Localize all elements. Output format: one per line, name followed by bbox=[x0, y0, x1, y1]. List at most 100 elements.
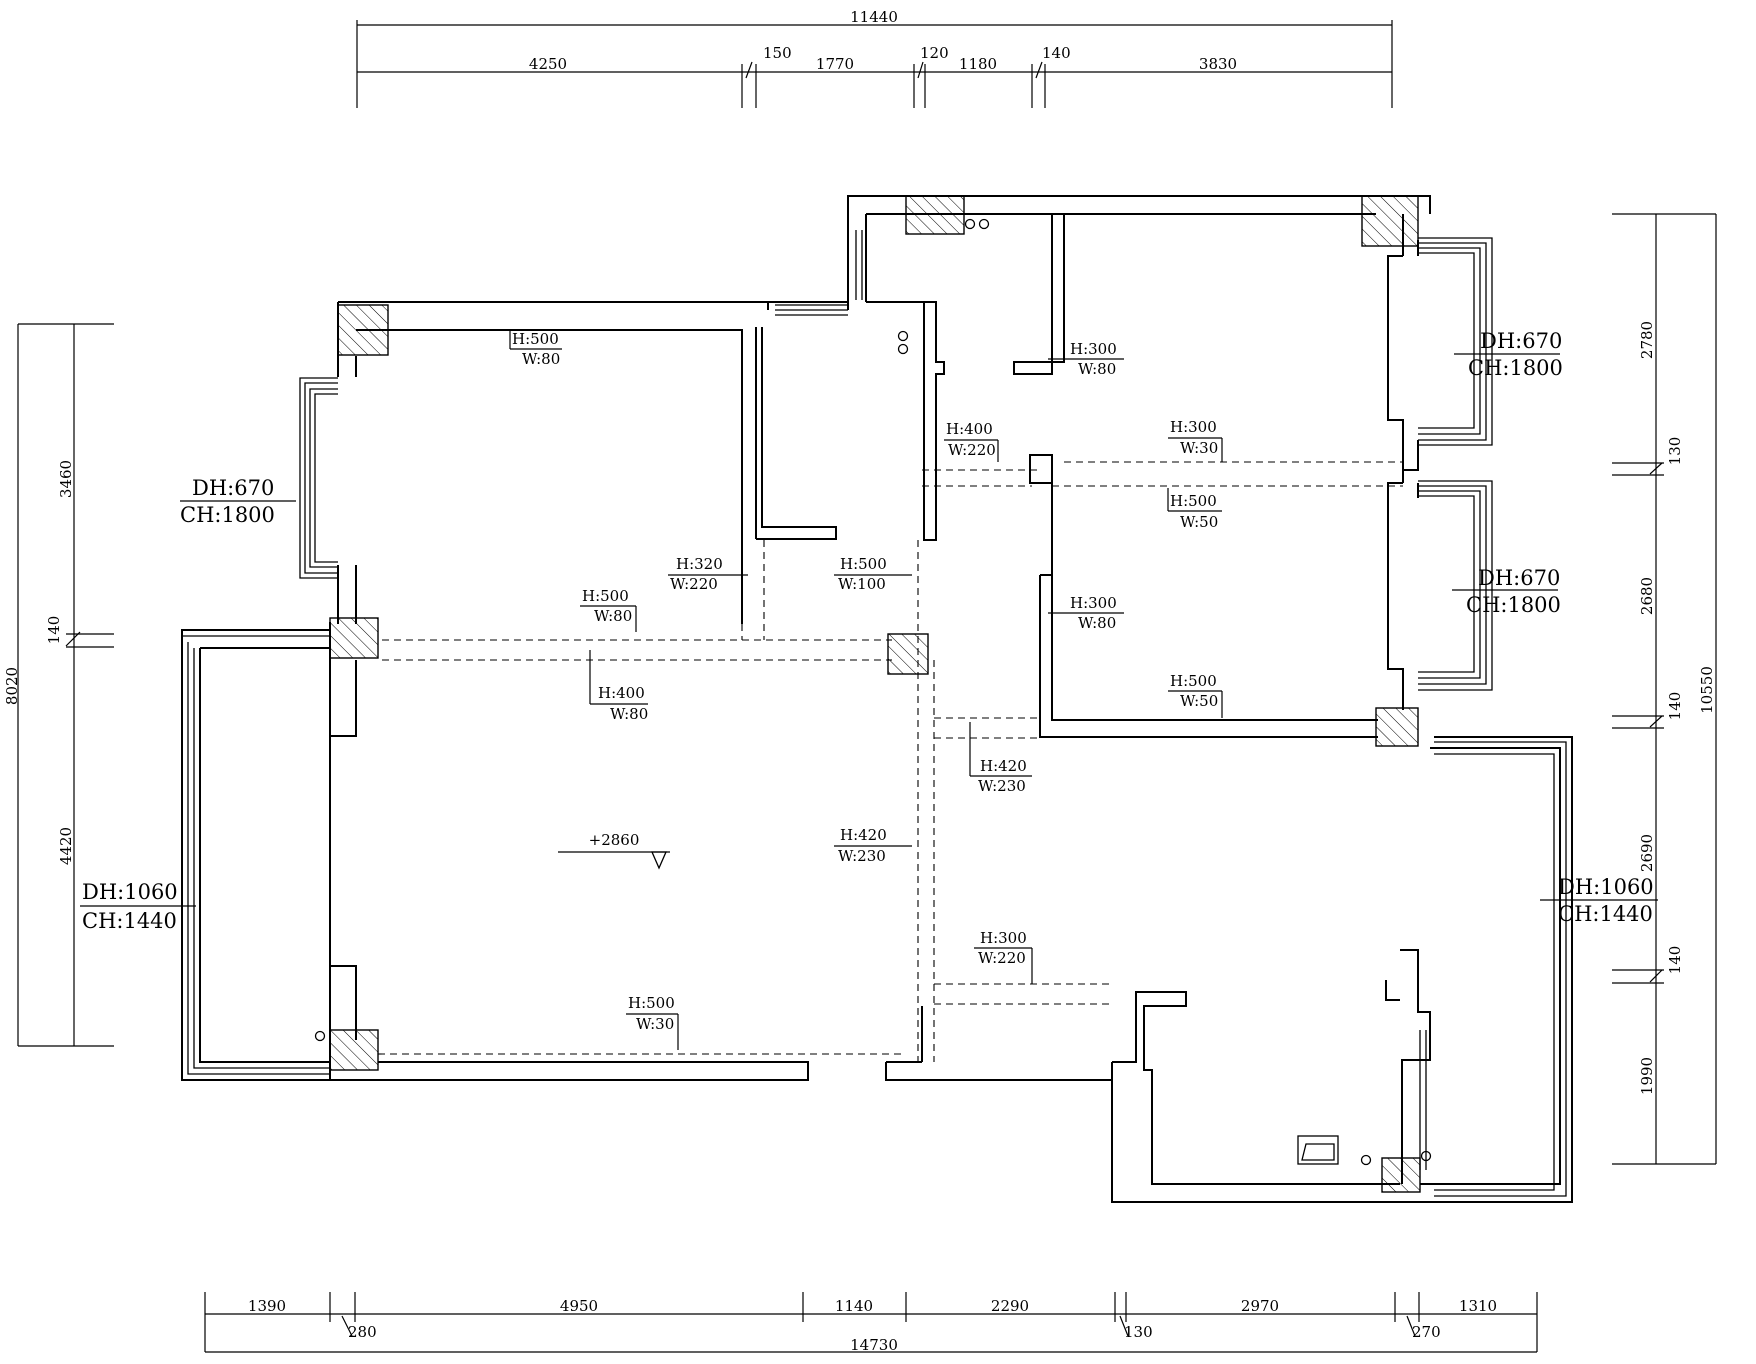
bottom-dim-7: 2970 bbox=[1241, 1297, 1279, 1315]
right-dim-4: 140 bbox=[1666, 692, 1684, 721]
elevation-mark: +2860 bbox=[558, 831, 670, 870]
beam-width: W:50 bbox=[1180, 692, 1218, 710]
beam-label: H:300 W:80 bbox=[1048, 340, 1124, 378]
beam-label: H:500 W:50 bbox=[1167, 488, 1222, 531]
bottom-dim-3: 4950 bbox=[560, 1297, 598, 1315]
fixtures bbox=[314, 218, 1432, 1166]
right-dimensions: 10550 2780 130 2680 140 2690 140 1990 bbox=[1612, 213, 1717, 1165]
bottom-dim-9: 1310 bbox=[1459, 1297, 1497, 1315]
right-dim-1: 2780 bbox=[1638, 321, 1656, 359]
top-dim-3: 1770 bbox=[816, 55, 854, 73]
beam-height: H:420 bbox=[840, 826, 887, 844]
column bbox=[1375, 707, 1419, 747]
beam-width: W:80 bbox=[610, 705, 648, 723]
window-labels: DH:670 CH:1800 DH:670 CH:1800 DH:670 CH:… bbox=[80, 329, 1658, 933]
pipe-icon bbox=[978, 218, 990, 230]
window-ch: CH:1440 bbox=[1558, 902, 1653, 926]
beam-label: H:400 W:220 bbox=[944, 420, 999, 462]
window-dh: DH:670 bbox=[192, 476, 274, 500]
beam-width: W:100 bbox=[838, 575, 886, 593]
pipe-icon bbox=[314, 1030, 326, 1042]
beam-label: H:320 W:220 bbox=[668, 555, 748, 593]
window-label-living: DH:1060 CH:1440 bbox=[80, 880, 196, 933]
beam-width: W:30 bbox=[1180, 439, 1218, 457]
top-dim-5: 1180 bbox=[959, 55, 997, 73]
window-label-bedroom-1: DH:670 CH:1800 bbox=[1454, 329, 1563, 380]
window-ch: CH:1800 bbox=[180, 503, 275, 527]
top-dim-1: 4250 bbox=[529, 55, 567, 73]
window-dh: DH:670 bbox=[1480, 329, 1562, 353]
column bbox=[905, 195, 965, 235]
right-total-dim: 10550 bbox=[1698, 666, 1716, 714]
beam-label: H:300 W:220 bbox=[974, 929, 1033, 984]
top-dim-6: 140 bbox=[1042, 44, 1071, 62]
column bbox=[1361, 195, 1419, 247]
bottom-dimensions: 14730 1390 280 4950 1140 2290 130 2970 2… bbox=[204, 1292, 1538, 1354]
bottom-dim-8: 270 bbox=[1412, 1323, 1441, 1341]
pipe-icon bbox=[1360, 1154, 1372, 1166]
right-dim-2: 130 bbox=[1666, 437, 1684, 466]
left-dim-2: 140 bbox=[45, 616, 63, 645]
top-dim-7: 3830 bbox=[1199, 55, 1237, 73]
right-dim-7: 1990 bbox=[1638, 1057, 1656, 1095]
column bbox=[1381, 1157, 1421, 1193]
beam-label: H:420 W:230 bbox=[834, 826, 912, 865]
window-dh: DH:670 bbox=[1478, 566, 1560, 590]
pipe-icon bbox=[897, 343, 909, 355]
beam-height: H:400 bbox=[598, 684, 645, 702]
bottom-dim-4: 1140 bbox=[835, 1297, 873, 1315]
beam-label: H:500 W:50 bbox=[1168, 672, 1223, 718]
window-ch: CH:1800 bbox=[1468, 356, 1563, 380]
left-total-dim: 8020 bbox=[3, 667, 21, 705]
beam-width: W:220 bbox=[670, 575, 718, 593]
bottom-total-dim: 14730 bbox=[850, 1336, 898, 1354]
beam-height: H:300 bbox=[1170, 418, 1217, 436]
right-dim-3: 2680 bbox=[1638, 577, 1656, 615]
beam-width: W:30 bbox=[636, 1015, 674, 1033]
beam-height: H:500 bbox=[1170, 672, 1217, 690]
window-frames bbox=[182, 230, 1567, 1197]
beam-label: H:400 W:80 bbox=[589, 650, 648, 723]
beam-width: W:80 bbox=[522, 350, 560, 368]
beam-height: H:500 bbox=[1170, 492, 1217, 510]
window-label-left-bedroom: DH:670 CH:1800 bbox=[180, 476, 296, 527]
beam-width: W:230 bbox=[978, 777, 1026, 795]
window-dh: DH:1060 bbox=[82, 880, 178, 904]
beam-height: H:500 bbox=[512, 330, 559, 348]
left-dimensions: 8020 3460 140 4420 bbox=[3, 323, 114, 1047]
beam-height: H:420 bbox=[980, 757, 1027, 775]
bottom-dim-1: 1390 bbox=[248, 1297, 286, 1315]
bottom-dim-5: 2290 bbox=[991, 1297, 1029, 1315]
column bbox=[887, 633, 929, 675]
walls bbox=[181, 195, 1573, 1203]
beam-height: H:500 bbox=[582, 587, 629, 605]
beam-width: W:220 bbox=[978, 949, 1026, 967]
beam-label: H:500 W:80 bbox=[580, 587, 637, 632]
pipe-icon bbox=[964, 218, 976, 230]
left-dim-3: 4420 bbox=[57, 827, 75, 865]
top-total-dim: 11440 bbox=[850, 8, 898, 26]
beam-label: H:300 W:30 bbox=[1168, 418, 1223, 462]
beam-label: H:500 W:100 bbox=[834, 555, 912, 593]
columns bbox=[329, 195, 1421, 1193]
pipe-icon bbox=[897, 330, 909, 342]
top-dim-2: 150 bbox=[763, 44, 792, 62]
window-label-bedroom-2: DH:670 CH:1800 bbox=[1452, 566, 1561, 617]
window-ch: CH:1800 bbox=[1466, 593, 1561, 617]
beam-width: W:80 bbox=[594, 607, 632, 625]
column bbox=[337, 304, 389, 356]
beam-height: H:500 bbox=[840, 555, 887, 573]
beam-height: H:400 bbox=[946, 420, 993, 438]
elevation-label: +2860 bbox=[589, 831, 640, 849]
beam-width: W:220 bbox=[948, 441, 996, 459]
right-dim-6: 140 bbox=[1666, 946, 1684, 975]
window-label-dining: DH:1060 CH:1440 bbox=[1540, 875, 1658, 926]
bottom-dim-2: 280 bbox=[348, 1323, 377, 1341]
column bbox=[329, 1029, 379, 1071]
beam-width: W:80 bbox=[1078, 360, 1116, 378]
pipe-icon bbox=[1420, 1150, 1432, 1162]
beam-label: H:500 W:30 bbox=[626, 994, 679, 1050]
beam-labels: H:500 W:80 H:300 W:80 H:400 W:220 H:300 … bbox=[509, 330, 1223, 1050]
beam-label: H:300 W:80 bbox=[1048, 594, 1124, 632]
